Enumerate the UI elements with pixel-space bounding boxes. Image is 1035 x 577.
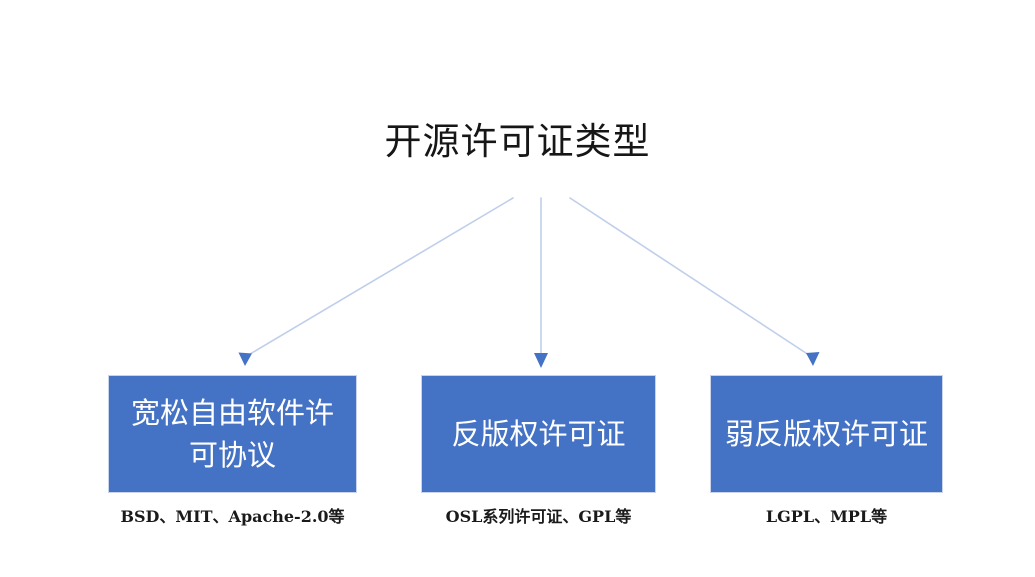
node-box-weak-copyleft[interactable]: 弱反版权许可证 (710, 375, 943, 493)
node-caption-weak-copyleft: LGPL、MPL等 (765, 507, 888, 526)
arrowhead-icon (238, 352, 252, 366)
node-box-permissive[interactable]: 宽松自由软件许可协议 (108, 375, 357, 493)
node-caption-copyleft: OSL系列许可证、GPL等 (445, 507, 632, 526)
connector-title-to-copyleft (534, 197, 548, 368)
page-title: 开源许可证类型 (384, 120, 651, 163)
node-label-weak-copyleft: 弱反版权许可证 (725, 417, 929, 451)
node-label-copyleft: 反版权许可证 (451, 417, 626, 451)
node-box-copyleft[interactable]: 反版权许可证 (421, 375, 656, 493)
arrowhead-icon (534, 353, 548, 368)
arrowhead-icon (806, 352, 820, 366)
connector-title-to-permissive (238, 197, 514, 366)
node-label-permissive: 宽松自由软件许可协议 (130, 396, 334, 472)
connector-title-to-weak-copyleft (569, 197, 820, 366)
node-caption-permissive: BSD、MIT、Apache-2.0等 (120, 507, 345, 526)
